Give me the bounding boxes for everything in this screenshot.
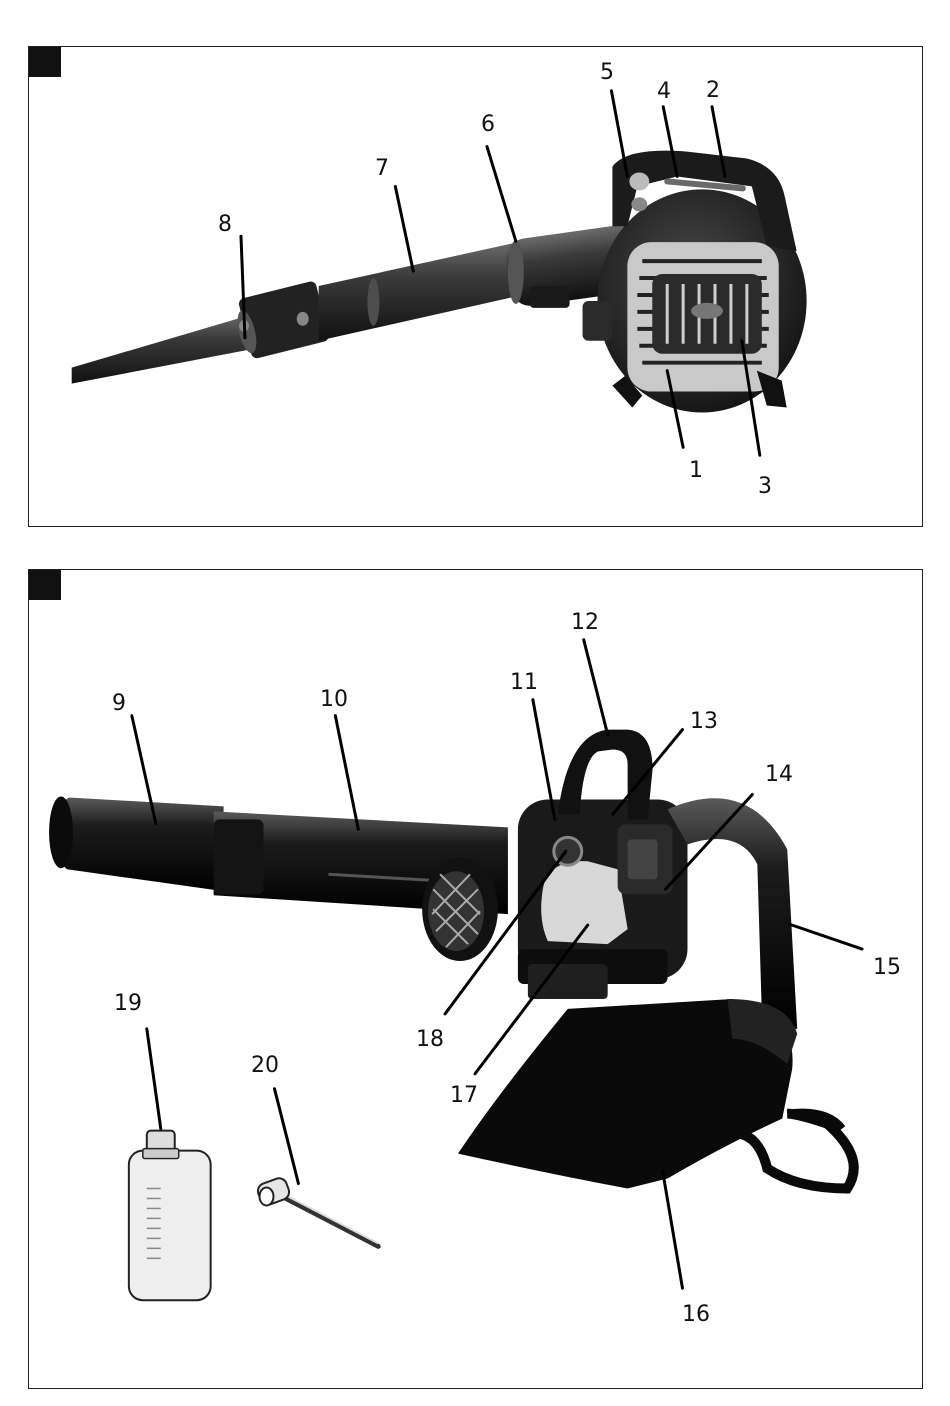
callout-6: 6	[481, 114, 495, 136]
callout-18: 18	[416, 1029, 444, 1051]
callout-3: 3	[758, 476, 772, 498]
blower-tube	[319, 242, 518, 341]
blower-nozzle	[72, 280, 330, 383]
callout-16: 16	[682, 1304, 710, 1326]
engine-unit	[518, 730, 688, 999]
callout-14: 14	[765, 764, 793, 786]
callout-10: 10	[320, 689, 348, 711]
callout-9: 9	[112, 693, 126, 715]
figure-1-panel: 8 7 6 5 4 2 1 3	[28, 46, 923, 527]
callout-2: 2	[706, 80, 720, 102]
blower-housing	[583, 151, 807, 413]
spark-plug-wrench	[256, 1176, 379, 1246]
callout-4: 4	[657, 81, 671, 103]
callout-19: 19	[114, 993, 142, 1015]
callout-17: 17	[450, 1085, 478, 1107]
blower-tube-part	[49, 796, 224, 891]
callout-8: 8	[218, 214, 232, 236]
callout-12: 12	[571, 612, 599, 634]
callout-13: 13	[690, 711, 718, 733]
oil-bottle	[129, 1131, 211, 1301]
callout-7: 7	[375, 158, 389, 180]
callout-15: 15	[873, 957, 901, 979]
collection-bag	[458, 999, 854, 1189]
figure-1-illustration	[29, 47, 922, 526]
vacuum-intake-grille	[422, 857, 498, 961]
callout-1: 1	[689, 460, 703, 482]
callout-20: 20	[251, 1055, 279, 1077]
figure-2-panel: 9 10 11 12 13 14 15 16 17 18 19 20	[28, 569, 923, 1389]
callout-11: 11	[510, 672, 538, 694]
control-switch-icon	[629, 172, 649, 190]
figure-2-illustration	[29, 570, 922, 1388]
callout-5: 5	[600, 62, 614, 84]
